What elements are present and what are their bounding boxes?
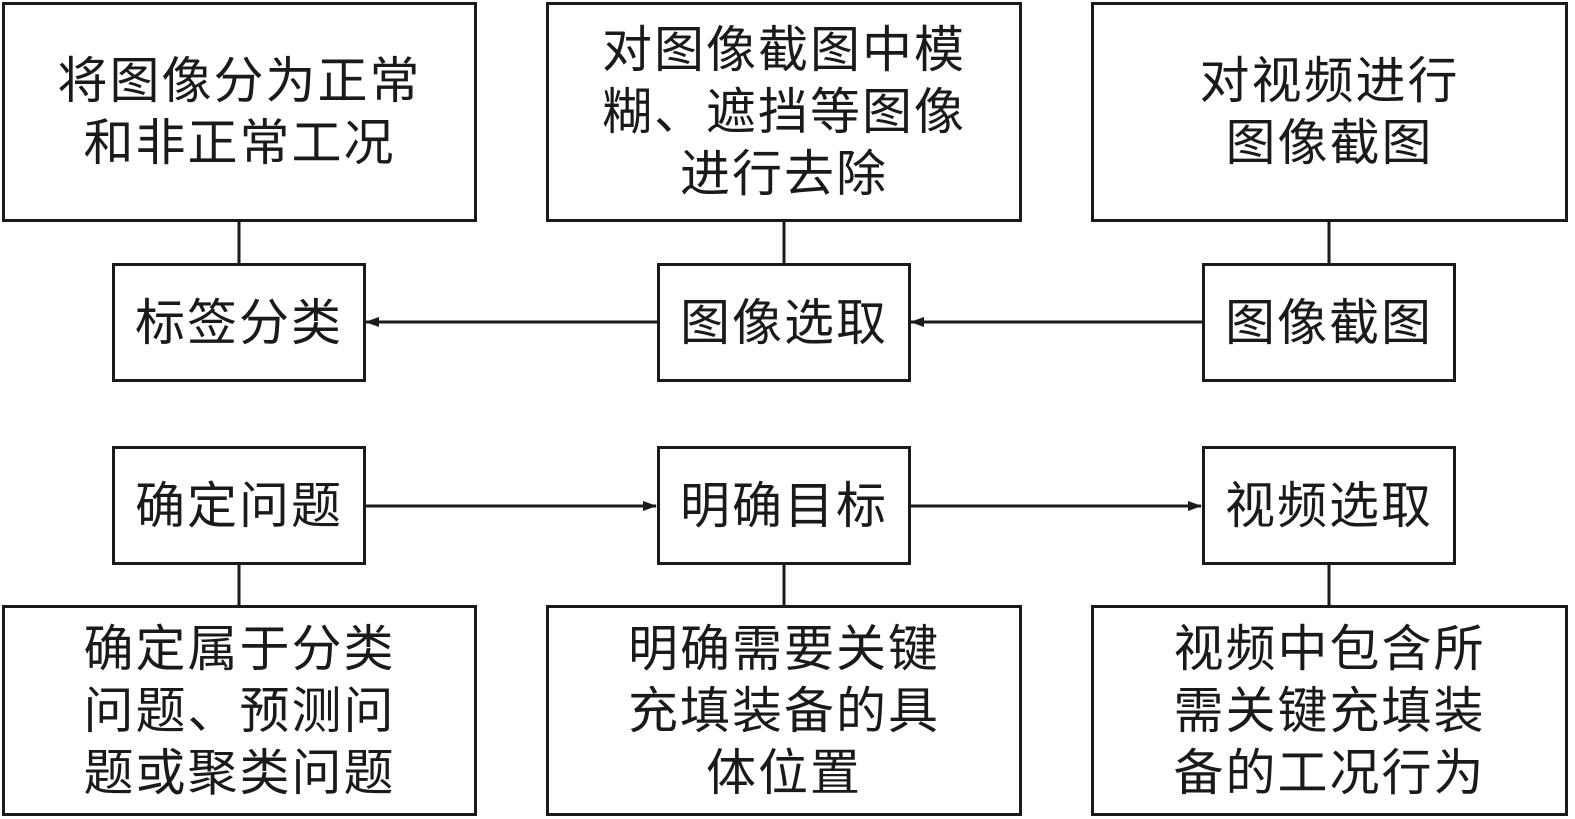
step-text-define-problem: 确定问题 <box>135 476 343 535</box>
step-text-label-classification: 标签分类 <box>135 293 343 352</box>
step-box-image-selection: 图像选取 <box>657 263 911 382</box>
note-text-top-right: 对视频进行 图像截图 <box>1199 52 1460 172</box>
note-box-top-left: 将图像分为正常 和非正常工况 <box>2 2 477 222</box>
note-box-bottom-right: 视频中包含所 需关键充填装 备的工况行为 <box>1091 605 1568 816</box>
step-box-image-screenshot: 图像截图 <box>1202 263 1456 382</box>
step-text-clarify-goal: 明确目标 <box>680 476 888 535</box>
step-box-video-selection: 视频选取 <box>1202 446 1456 565</box>
note-box-bottom-left: 确定属于分类 问题、预测问 题或聚类问题 <box>2 605 477 816</box>
step-text-image-screenshot: 图像截图 <box>1225 293 1433 352</box>
note-text-top-left: 将图像分为正常 和非正常工况 <box>57 52 422 172</box>
note-text-bottom-left: 确定属于分类 问题、预测问 题或聚类问题 <box>83 619 396 802</box>
step-text-video-selection: 视频选取 <box>1225 476 1433 535</box>
note-text-bottom-right: 视频中包含所 需关键充填装 备的工况行为 <box>1173 619 1486 802</box>
note-box-bottom-middle: 明确需要关键 充填装备的具 体位置 <box>546 605 1022 816</box>
note-box-top-middle: 对图像截图中模 糊、遮挡等图像 进行去除 <box>546 2 1022 222</box>
step-box-clarify-goal: 明确目标 <box>657 446 911 565</box>
note-text-top-middle: 对图像截图中模 糊、遮挡等图像 进行去除 <box>602 21 966 203</box>
step-box-define-problem: 确定问题 <box>112 446 366 565</box>
step-text-image-selection: 图像选取 <box>680 293 888 352</box>
step-box-label-classification: 标签分类 <box>112 263 366 382</box>
note-box-top-right: 对视频进行 图像截图 <box>1091 2 1568 222</box>
note-text-bottom-middle: 明确需要关键 充填装备的具 体位置 <box>628 619 940 802</box>
